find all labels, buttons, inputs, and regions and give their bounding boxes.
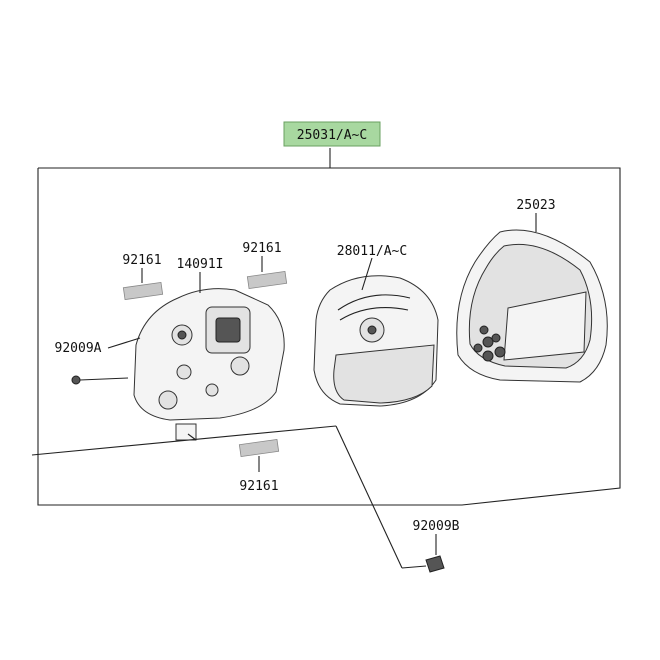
screw-a-part: 92009A [55,337,141,385]
pad-bottom: 92161 [238,438,280,494]
assembly-label-highlight [283,121,381,147]
pad-top-left: 92161 [122,253,164,301]
assembly-label[interactable]: 25031/A~C [297,128,367,143]
screw-b-label[interactable]: 92009B [413,519,460,534]
assembly-label-group[interactable]: 25031/A~C [283,121,381,147]
pad-top-right-label[interactable]: 92161 [242,241,281,256]
case-label[interactable]: 14091I [177,257,224,272]
meter-unit-label[interactable]: 28011/A~C [337,244,407,259]
pad-bottom-label[interactable]: 92161 [239,479,278,494]
screw-a-label[interactable]: 92009A [55,341,102,356]
pad-top-right: 92161 [242,241,288,290]
pad-top-left-label[interactable]: 92161 [122,253,161,268]
case-part: 14091I [133,257,285,441]
assembly-frame [37,148,621,506]
leader-lines [31,425,403,569]
meter-unit-part: 28011/A~C [313,244,439,407]
cover-label[interactable]: 25023 [516,198,555,213]
screw-b-part: 92009B [401,519,460,573]
cover-part: 25023 [456,198,608,383]
